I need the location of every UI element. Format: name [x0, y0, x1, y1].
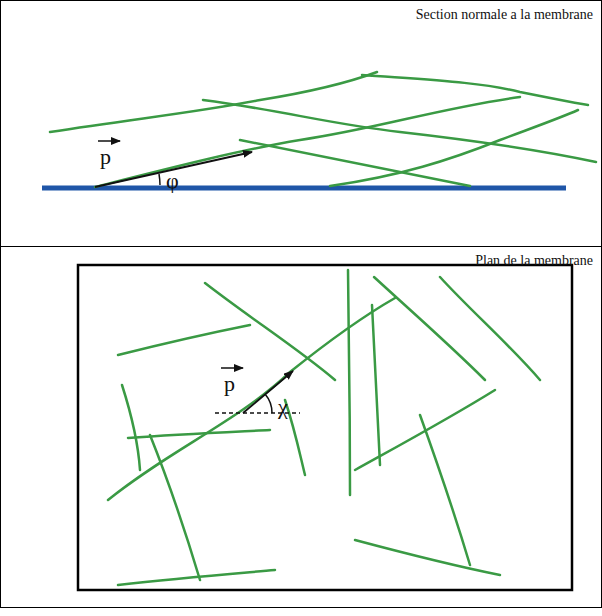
angle-label: χ	[278, 396, 288, 418]
panel: Plan de la membrane	[0, 246, 602, 608]
panel-heading: Plan de la membrane	[475, 253, 593, 269]
angle-arc	[159, 174, 160, 185]
panel-heading: Section normale a la membrane	[416, 7, 593, 23]
fibers-section	[50, 72, 596, 187]
angle-label: φ	[166, 170, 179, 192]
membrane-line	[42, 186, 566, 191]
vector-sign	[98, 140, 120, 142]
vector-label: p	[100, 146, 111, 168]
vector-label: p	[224, 373, 235, 395]
angle-arc	[265, 394, 272, 413]
fibers-plane	[108, 270, 540, 585]
vector-sign	[221, 367, 243, 369]
membrane-frame	[78, 265, 572, 590]
panel: Section normale a la membrane	[0, 0, 602, 247]
